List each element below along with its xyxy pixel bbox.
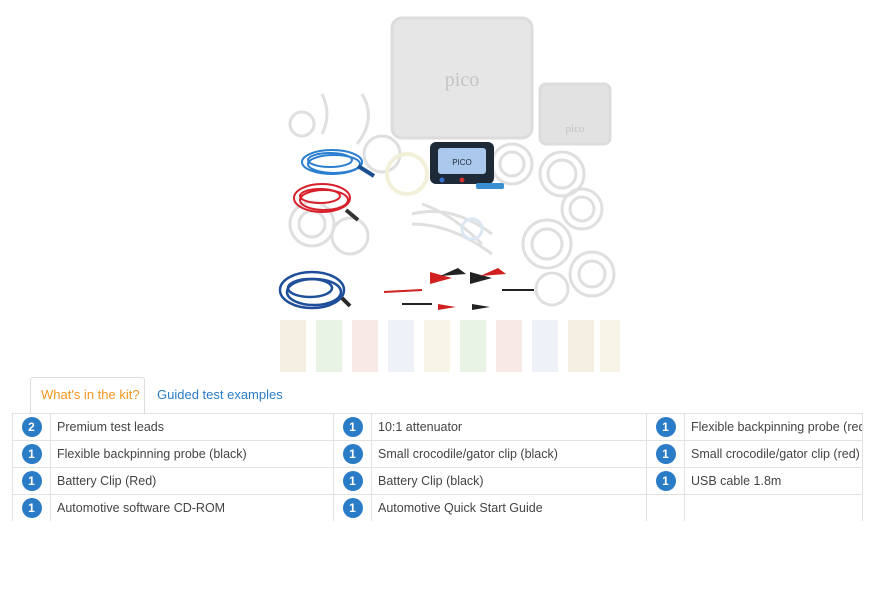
oscilloscope-device: PICO bbox=[430, 142, 504, 189]
item-name: Automotive software CD-ROM bbox=[50, 494, 334, 521]
probe-tips-row bbox=[280, 320, 620, 372]
item-name: Battery Clip (black) bbox=[371, 467, 647, 495]
quantity-badge: 1 bbox=[342, 444, 363, 464]
quantity-cell: 1 bbox=[646, 467, 685, 495]
quantity-cell: 1 bbox=[333, 440, 372, 468]
quantity-badge: 1 bbox=[21, 471, 42, 491]
quantity-cell: 2 bbox=[12, 413, 51, 441]
blue-test-lead bbox=[301, 149, 376, 178]
item-name: USB cable 1.8m bbox=[684, 467, 863, 495]
table-row: 1 Flexible backpinning probe (black) 1 Smal… bbox=[12, 440, 863, 468]
tab-whats-in-the-kit[interactable]: What's in the kit? bbox=[30, 377, 145, 414]
quantity-cell: 1 bbox=[646, 440, 685, 468]
case-brand-logo: pico bbox=[445, 69, 479, 91]
quantity-badge: 2 bbox=[21, 417, 42, 437]
quantity-cell: 1 bbox=[333, 467, 372, 495]
device-brand-label: PICO bbox=[452, 158, 472, 167]
table-row: 1 Battery Clip (Red) 1 Battery Clip (black)… bbox=[12, 467, 863, 495]
quantity-badge: 1 bbox=[342, 498, 363, 518]
table-row: 1 Automotive software CD-ROM 1 Automotive Q… bbox=[12, 494, 863, 521]
item-name: Flexible backpinning probe (black) bbox=[50, 440, 334, 468]
quantity-badge: 1 bbox=[655, 444, 676, 464]
quantity-badge: 1 bbox=[655, 417, 676, 437]
item-name: Premium test leads bbox=[50, 413, 334, 441]
red-test-lead bbox=[293, 183, 360, 222]
item-name: Battery Clip (Red) bbox=[50, 467, 334, 495]
quantity-cell: 1 bbox=[333, 413, 372, 441]
quantity-badge: 1 bbox=[21, 444, 42, 464]
item-name: Automotive Quick Start Guide bbox=[371, 494, 647, 521]
item-name: 10:1 attenuator bbox=[371, 413, 647, 441]
clips-and-probes bbox=[383, 268, 534, 310]
quantity-badge: 1 bbox=[21, 498, 42, 518]
quantity-cell: 1 bbox=[12, 467, 51, 495]
usb-cable bbox=[278, 270, 352, 310]
quantity-cell: 1 bbox=[646, 413, 685, 441]
pouch-brand-logo: pico bbox=[566, 123, 585, 135]
quantity-badge: 1 bbox=[655, 471, 676, 491]
kit-tabs: What's in the kit? Guided test examples bbox=[12, 377, 862, 414]
quantity-cell: 1 bbox=[333, 494, 372, 521]
quantity-cell bbox=[646, 494, 685, 521]
product-kit-image: pico pico PICO bbox=[262, 14, 622, 376]
kit-illustration: pico pico PICO bbox=[278, 16, 620, 372]
item-name: Small crocodile/gator clip (red) bbox=[684, 440, 863, 468]
quantity-badge: 1 bbox=[342, 471, 363, 491]
table-row: 2 Premium test leads 1 10:1 attenuator 1 Flex… bbox=[12, 413, 863, 441]
quantity-cell: 1 bbox=[12, 440, 51, 468]
quantity-badge: 1 bbox=[342, 417, 363, 437]
item-name bbox=[684, 494, 863, 521]
tab-guided-test-examples[interactable]: Guided test examples bbox=[157, 387, 283, 402]
item-name: Small crocodile/gator clip (black) bbox=[371, 440, 647, 468]
item-name: Flexible backpinning probe (red) bbox=[684, 413, 863, 441]
quantity-cell: 1 bbox=[12, 494, 51, 521]
